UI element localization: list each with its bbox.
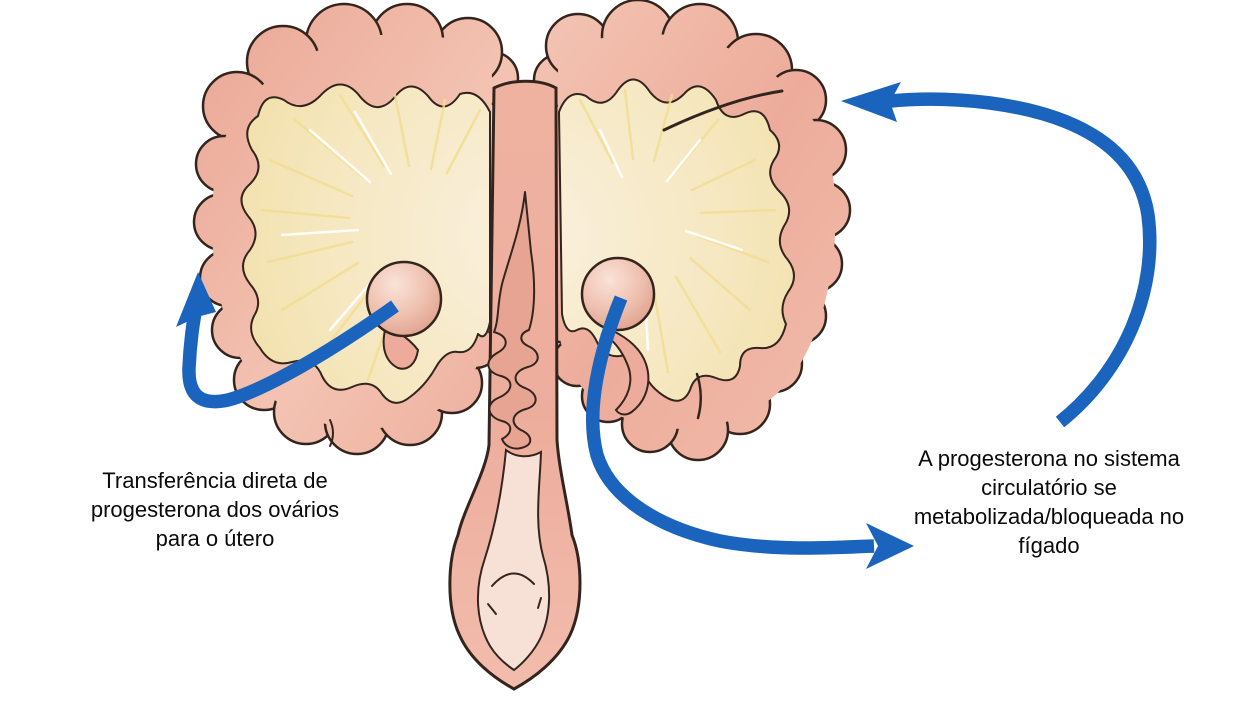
fold-crease-deep <box>662 89 784 132</box>
radiating-streaks-right <box>578 88 777 374</box>
radiating-streaks-left <box>260 93 482 382</box>
circulation-arrow <box>841 82 1157 428</box>
fold-crease <box>329 419 334 447</box>
right-ovary <box>580 256 656 332</box>
circulation-arrow-shaft <box>873 92 1157 428</box>
label-direct-transfer: Transferência direta de progesterona dos… <box>90 468 340 551</box>
fold-crease <box>695 372 702 420</box>
vulva-detail-arc <box>491 572 535 587</box>
left-ovary-stalk <box>382 324 420 370</box>
ovary-arrow-shaft <box>585 295 875 555</box>
left-curved-arrow <box>176 272 399 409</box>
right-uterine-horn <box>532 0 852 462</box>
left-arrow-head-icon <box>176 272 216 327</box>
vulva-detail-tick <box>487 603 497 615</box>
label-liver-metabolism: A progesterona no sistema circulatório s… <box>913 446 1185 558</box>
vaginal-interior <box>476 448 551 672</box>
ovary-to-text-arrow <box>585 295 914 569</box>
cervix-vagina-canal <box>448 79 582 691</box>
left-arrow-shaft <box>182 300 399 409</box>
left-uterine-horn <box>192 2 520 456</box>
circulation-arrow-head-icon <box>841 82 901 122</box>
cervical-folds <box>487 191 539 450</box>
vulva-detail-tick <box>537 597 542 609</box>
ovary-arrow-head-icon <box>866 523 914 569</box>
ovaries <box>365 256 656 416</box>
right-ovary-stalk <box>600 326 650 416</box>
